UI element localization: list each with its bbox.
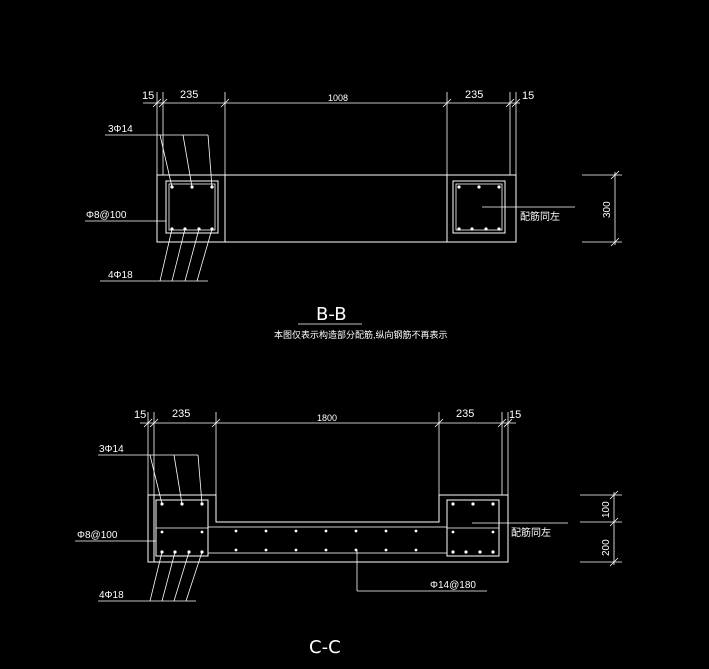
- bb-left-cage: [165, 180, 219, 234]
- section-bb: 15 235 1008 235 15: [85, 89, 622, 340]
- bb-height-dim: 300: [582, 170, 622, 247]
- cc-outline: [147, 494, 509, 563]
- cc-right-cage: [446, 499, 500, 557]
- cc-dim-upper: 100: [601, 501, 612, 518]
- cc-title: C-C: [309, 637, 341, 658]
- bb-dimension-chain: 15 235 1008 235 15: [142, 89, 534, 175]
- cc-label-bottom-bars: 4Φ18: [99, 590, 124, 601]
- bb-dim-right-cover: 15: [522, 90, 534, 102]
- section-cc: 15 235 1800 235 15: [75, 408, 622, 658]
- cc-label-same-as: 配筋同左: [511, 526, 551, 539]
- cc-height-dims: 100 200: [580, 490, 622, 567]
- bb-title: B-B: [316, 304, 347, 325]
- cc-slab-rebar: Φ14@180: [207, 526, 487, 592]
- cc-label-stirrup: Φ8@100: [77, 530, 118, 541]
- bb-dim-middle: 1008: [328, 93, 348, 103]
- cc-left-leaders: 3Φ14 Φ8@100 4Φ18: [75, 444, 203, 602]
- bb-label-bottom-bars: 4Φ18: [108, 270, 133, 281]
- cc-dim-left-col: 235: [172, 408, 190, 420]
- bb-left-leaders: 3Φ14 Φ8@100 4Φ18: [85, 124, 213, 282]
- bb-dim-left-col: 235: [180, 89, 198, 101]
- cc-left-cage: [155, 499, 209, 557]
- cc-dim-lower: 200: [601, 539, 612, 556]
- bb-label-stirrup: Φ8@100: [86, 210, 127, 221]
- cc-dim-right-col: 235: [456, 408, 474, 420]
- cc-label-slab-bars: Φ14@180: [430, 580, 476, 591]
- bb-dim-right-col: 235: [465, 89, 483, 101]
- bb-label-top-bars: 3Φ14: [108, 124, 133, 135]
- cc-dim-middle: 1800: [317, 413, 337, 423]
- cc-dim-left-cover: 15: [134, 409, 146, 421]
- bb-note: 本图仅表示构造部分配筋,纵向钢筋不再表示: [274, 329, 448, 340]
- bb-dim-left-cover: 15: [142, 90, 154, 102]
- cc-dimension-chain: 15 235 1800 235 15: [134, 408, 521, 495]
- bb-outline: [156, 174, 517, 243]
- bb-dim-height: 300: [602, 201, 613, 218]
- cc-dim-right-cover: 15: [509, 409, 521, 421]
- cc-label-top-bars: 3Φ14: [99, 444, 124, 455]
- bb-label-same-as: 配筋同左: [520, 210, 560, 223]
